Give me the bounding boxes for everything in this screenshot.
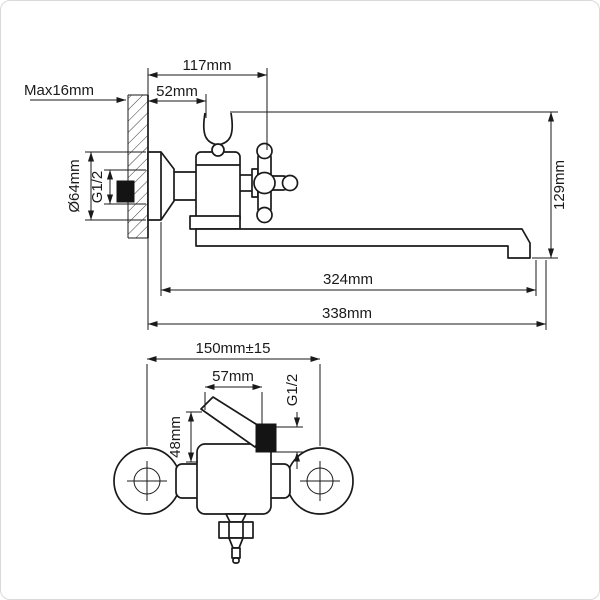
faucet-side bbox=[147, 112, 531, 259]
dim-117-label: 117mm bbox=[183, 57, 232, 74]
dim-escutcheon-label: Ø64mm bbox=[66, 159, 83, 212]
dim-57-label: 57mm bbox=[212, 368, 254, 385]
cross-handle bbox=[240, 142, 299, 224]
dim-338-label: 338mm bbox=[322, 305, 372, 322]
outlet-neck bbox=[225, 513, 247, 523]
outlet-tip bbox=[231, 547, 241, 559]
dimensions-front: 150mm±15 57mm G1/2 48mm bbox=[146, 340, 321, 469]
dim-wall-max-label: Max16mm bbox=[24, 82, 94, 99]
dim-52-label: 52mm bbox=[156, 83, 198, 100]
inlet-pipe-in-wall bbox=[116, 180, 135, 203]
spout bbox=[195, 228, 531, 259]
dim-thread-front-label: G1/2 bbox=[284, 374, 301, 407]
spout-nut bbox=[189, 215, 241, 230]
dim-48-label: 48mm bbox=[167, 416, 184, 458]
shower-holder bbox=[202, 112, 234, 146]
body-block bbox=[196, 443, 272, 515]
handle-ball-right bbox=[281, 174, 299, 192]
faucet-front bbox=[113, 396, 354, 564]
outlet-hex-nut bbox=[218, 521, 254, 539]
wall-hatch bbox=[128, 95, 148, 238]
dim-150-label: 150mm±15 bbox=[196, 340, 271, 357]
holder-ball-joint bbox=[211, 143, 225, 157]
faucet-body bbox=[195, 151, 241, 225]
dimensions-side: 117mm 52mm Max16mm Ø64mm G1/2 129mm 324m… bbox=[24, 57, 568, 330]
wall-section bbox=[116, 94, 149, 239]
handle-hub bbox=[253, 171, 276, 195]
dim-thread-side-label: G1/2 bbox=[89, 171, 106, 204]
dim-129-label: 129mm bbox=[551, 160, 568, 210]
outlet-lower-neck bbox=[228, 537, 244, 549]
handle-ball-bottom bbox=[256, 206, 273, 224]
handle-ball-top bbox=[256, 142, 273, 160]
front-view: 150mm±15 57mm G1/2 48mm bbox=[113, 340, 354, 564]
side-view: 117mm 52mm Max16mm Ø64mm G1/2 129mm 324m… bbox=[24, 57, 568, 330]
handle-connector-block bbox=[255, 423, 277, 453]
dim-324-label: 324mm bbox=[323, 271, 373, 288]
